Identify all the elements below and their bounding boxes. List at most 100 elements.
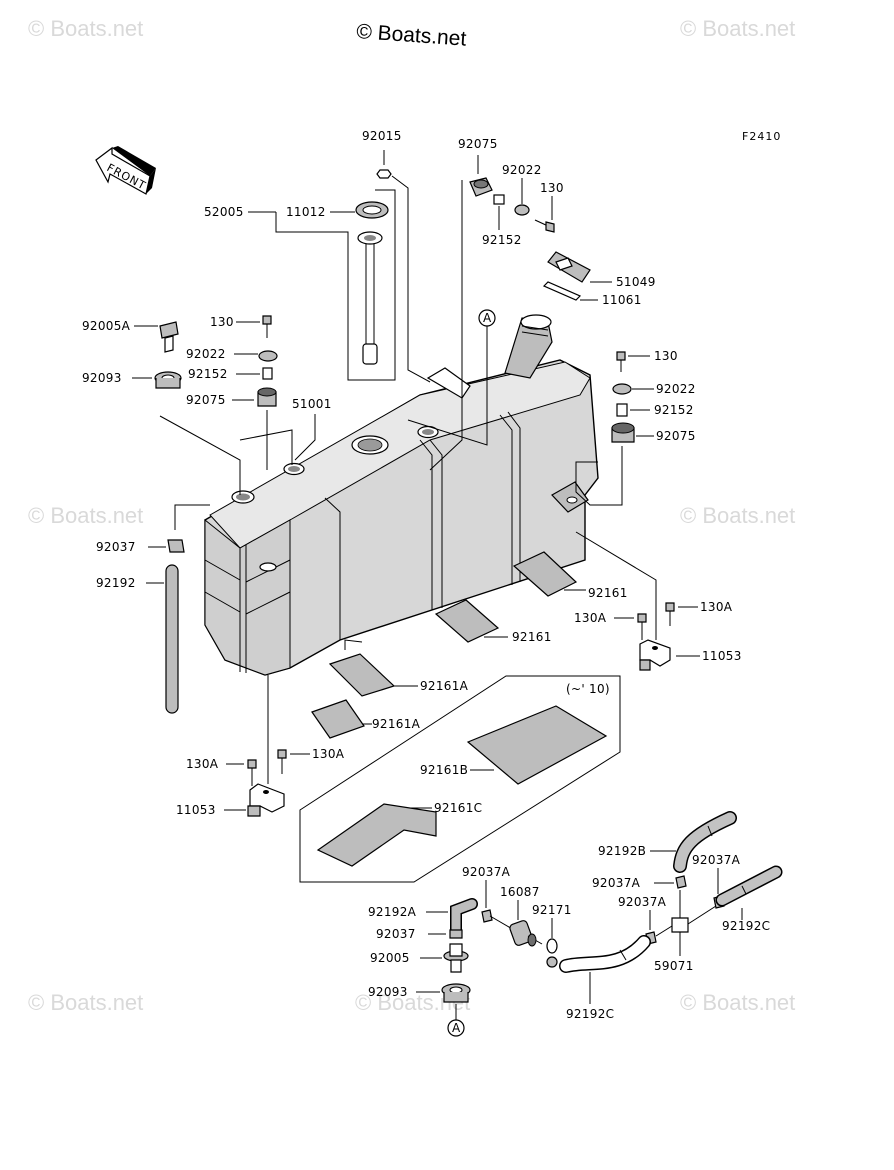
part-92037-clamp-bottom[interactable] bbox=[449, 929, 463, 939]
part-59071-joint[interactable] bbox=[655, 890, 717, 937]
part-92075-top[interactable] bbox=[469, 177, 493, 197]
part-92152-left[interactable] bbox=[262, 367, 273, 380]
label-92152-left[interactable]: 92152 bbox=[188, 367, 228, 381]
label-11012[interactable]: 11012 bbox=[286, 205, 326, 219]
part-92192C-hose-bottom[interactable] bbox=[559, 935, 651, 973]
label-92152-top[interactable]: 92152 bbox=[482, 233, 522, 247]
part-92161-pad-a[interactable] bbox=[512, 551, 578, 597]
part-130A-left-1[interactable] bbox=[247, 759, 257, 786]
label-11053-left[interactable]: 11053 bbox=[176, 803, 216, 817]
label-130-top[interactable]: 130 bbox=[540, 181, 564, 195]
label-92015[interactable]: 92015 bbox=[362, 129, 402, 143]
part-92161A-pad-2[interactable] bbox=[311, 699, 365, 739]
label-59071[interactable]: 59071 bbox=[654, 959, 694, 973]
part-130A-right-2[interactable] bbox=[665, 602, 675, 626]
label-130A-l1[interactable]: 130A bbox=[186, 757, 219, 771]
label-130A-l2[interactable]: 130A bbox=[312, 747, 345, 761]
label-92022-left[interactable]: 92022 bbox=[186, 347, 226, 361]
label-92093-left[interactable]: 92093 bbox=[82, 371, 122, 385]
part-92015[interactable] bbox=[376, 169, 392, 179]
part-92093-grommet-bottom[interactable] bbox=[441, 983, 471, 1003]
part-92192A-hose[interactable] bbox=[450, 898, 478, 936]
label-130-left[interactable]: 130 bbox=[210, 315, 234, 329]
label-92161-b[interactable]: 92161 bbox=[512, 630, 552, 644]
label-51001[interactable]: 51001 bbox=[292, 397, 332, 411]
part-11053-left[interactable] bbox=[247, 783, 285, 817]
part-92022-right[interactable] bbox=[612, 383, 632, 395]
part-92037A-clamp-4[interactable] bbox=[481, 909, 493, 923]
part-130A-left-2[interactable] bbox=[277, 749, 287, 774]
label-92192-left[interactable]: 92192 bbox=[96, 576, 136, 590]
label-92161A-2[interactable]: 92161A bbox=[372, 717, 421, 731]
part-92192-hose-left[interactable] bbox=[165, 564, 179, 714]
part-92152-right[interactable] bbox=[616, 403, 628, 417]
label-92161-a[interactable]: 92161 bbox=[588, 586, 628, 600]
label-52005[interactable]: 52005 bbox=[204, 205, 244, 219]
part-92152-top[interactable] bbox=[493, 194, 505, 205]
front-arrow-icon: FRONT bbox=[95, 146, 156, 195]
label-92037A-3[interactable]: 92037A bbox=[618, 895, 667, 909]
label-11061[interactable]: 11061 bbox=[602, 293, 642, 307]
leader-92075-top bbox=[429, 155, 479, 471]
variant-note: (~' 10) bbox=[566, 682, 610, 696]
part-92171-clip[interactable] bbox=[546, 938, 558, 968]
part-92037A-clamp-1[interactable] bbox=[675, 875, 687, 889]
label-92171[interactable]: 92171 bbox=[532, 903, 572, 917]
label-92161A-1[interactable]: 92161A bbox=[420, 679, 469, 693]
leader-51001 bbox=[294, 414, 316, 461]
label-51049[interactable]: 51049 bbox=[616, 275, 656, 289]
part-92161C-pad[interactable] bbox=[316, 803, 437, 867]
ref-circle-a-top-label: A bbox=[483, 311, 492, 325]
part-92075-left[interactable] bbox=[257, 387, 277, 407]
label-92192C-1[interactable]: 92192C bbox=[566, 1007, 614, 1021]
label-92037-bottom[interactable]: 92037 bbox=[376, 927, 416, 941]
part-92037-left[interactable] bbox=[167, 539, 185, 553]
label-130A-r2[interactable]: 130A bbox=[700, 600, 733, 614]
label-92152-right[interactable]: 92152 bbox=[654, 403, 694, 417]
part-92005-fitting[interactable] bbox=[443, 943, 469, 973]
label-92022-right[interactable]: 92022 bbox=[656, 382, 696, 396]
label-92075-right[interactable]: 92075 bbox=[656, 429, 696, 443]
label-92037A-4[interactable]: 92037A bbox=[462, 865, 511, 879]
label-92192A[interactable]: 92192A bbox=[368, 905, 417, 919]
label-92192B[interactable]: 92192B bbox=[598, 844, 646, 858]
label-92037A-2[interactable]: 92037A bbox=[692, 853, 741, 867]
part-92022-top[interactable] bbox=[514, 204, 530, 216]
part-92192B-hose[interactable] bbox=[673, 811, 737, 873]
part-92161A-pad-1[interactable] bbox=[328, 653, 396, 697]
label-92192C-2[interactable]: 92192C bbox=[722, 919, 770, 933]
part-92075-right[interactable] bbox=[611, 422, 635, 443]
part-11053-right[interactable] bbox=[639, 639, 671, 671]
label-92093-bottom[interactable]: 92093 bbox=[368, 985, 408, 999]
label-92075-left[interactable]: 92075 bbox=[186, 393, 226, 407]
label-92161C[interactable]: 92161C bbox=[434, 801, 482, 815]
watermark-bottom-right: © Boats.net bbox=[680, 990, 795, 1015]
part-92161B-pad[interactable] bbox=[466, 705, 608, 785]
label-11053-right[interactable]: 11053 bbox=[702, 649, 742, 663]
label-92037-left[interactable]: 92037 bbox=[96, 540, 136, 554]
label-130A-r1[interactable]: 130A bbox=[574, 611, 607, 625]
part-92022-left[interactable] bbox=[258, 350, 278, 362]
part-130-right[interactable] bbox=[616, 351, 626, 372]
part-52005-gauge[interactable] bbox=[357, 231, 383, 365]
label-92075-top[interactable]: 92075 bbox=[458, 137, 498, 151]
part-130A-right-1[interactable] bbox=[637, 613, 647, 640]
label-92022-top[interactable]: 92022 bbox=[502, 163, 542, 177]
part-16087-valve[interactable] bbox=[489, 915, 543, 947]
part-11012-gasket[interactable] bbox=[355, 201, 389, 219]
part-51049-cap[interactable] bbox=[547, 251, 591, 283]
part-92161-pad-b[interactable] bbox=[434, 599, 500, 643]
label-130-right[interactable]: 130 bbox=[654, 349, 678, 363]
part-92093-left[interactable] bbox=[154, 371, 182, 389]
part-11061-gasket[interactable] bbox=[542, 281, 582, 301]
label-92005A[interactable]: 92005A bbox=[82, 319, 131, 333]
label-92161B[interactable]: 92161B bbox=[420, 763, 468, 777]
part-92192C-hose-right[interactable] bbox=[715, 865, 783, 907]
part-130-top[interactable] bbox=[534, 219, 555, 233]
part-92005A[interactable] bbox=[159, 321, 179, 353]
label-16087[interactable]: 16087 bbox=[500, 885, 540, 899]
part-130-left[interactable] bbox=[262, 315, 272, 338]
label-92005[interactable]: 92005 bbox=[370, 951, 410, 965]
label-92037A-1[interactable]: 92037A bbox=[592, 876, 641, 890]
